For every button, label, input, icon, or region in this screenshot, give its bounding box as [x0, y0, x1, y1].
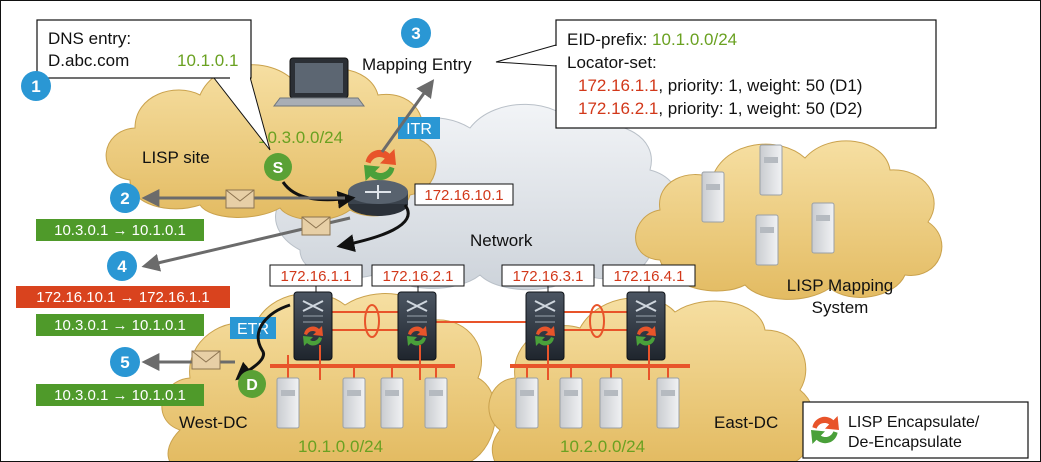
itr-tag [398, 117, 440, 139]
east-dc-label: East-DC [714, 413, 778, 432]
step-3-number: 3 [411, 24, 420, 43]
dest-badge-letter: D [246, 377, 258, 394]
eid-line: EID-prefix: 10.1.0.0/24 [567, 30, 737, 49]
west-dc-label: West-DC [179, 413, 248, 432]
dc-links [315, 286, 650, 338]
packet-2-label: 10.3.0.1 → 10.1.0.1 [54, 222, 186, 239]
step-3-label: Mapping Entry [362, 55, 472, 74]
step-5-number: 5 [120, 353, 129, 372]
step-1-number: 1 [31, 77, 40, 96]
rloc-3: 172.16.3.1 [513, 268, 584, 285]
rloc-itr: 172.16.10.1 [424, 187, 503, 204]
eid-value: 10.1.0.0/24 [652, 30, 737, 49]
packet-4-inner-label: 10.3.0.1 → 10.1.0.1 [54, 317, 186, 334]
network-label: Network [470, 231, 533, 250]
dns-label: DNS entry: [48, 29, 131, 48]
rloc-itr-box [414, 183, 514, 206]
mapping-system-label-2: System [812, 298, 869, 317]
locator-set-label: Locator-set: [567, 53, 657, 72]
dest-badge [238, 370, 266, 398]
step-2-badge [110, 183, 140, 213]
step-5-badge [110, 347, 140, 377]
map-request-arrow [380, 79, 435, 153]
dns-ip: 10.1.0.1 [177, 51, 238, 70]
packet-2 [36, 219, 204, 241]
rloc-4: 172.16.4.1 [614, 268, 685, 285]
legend [802, 401, 1029, 459]
locator-1-ip: 172.16.1.1 [578, 76, 658, 95]
site-prefix: 10.3.0.0/24 [258, 128, 343, 147]
packet-4-outer-label: 172.16.10.1 → 172.16.1.1 [36, 289, 209, 306]
eid-label: EID-prefix: [567, 30, 652, 49]
legend-line-1: LISP Encapsulate/ [848, 414, 980, 431]
east-dc-prefix: 10.2.0.0/24 [560, 437, 645, 456]
locator-1: 172.16.1.1, priority: 1, weight: 50 (D1) [578, 76, 862, 95]
step-1-badge [21, 71, 51, 101]
locator-2-detail: , priority: 1, weight: 50 (D2) [658, 99, 862, 118]
step-4-badge [107, 251, 137, 281]
step-4-number: 4 [117, 257, 127, 276]
source-badge [264, 153, 292, 181]
dns-callout [36, 19, 271, 151]
switch-2-icon [397, 291, 437, 361]
packet-5-label: 10.3.0.1 → 10.1.0.1 [54, 387, 186, 404]
rloc-2: 172.16.2.1 [383, 268, 454, 285]
rloc-1: 172.16.1.1 [281, 268, 352, 285]
lisp-site-label: LISP site [142, 148, 210, 167]
legend-line-2: De-Encapsulate [848, 434, 962, 451]
step-5-envelope-icon [191, 350, 221, 370]
switch-4-icon [626, 291, 666, 361]
west-dc-prefix: 10.1.0.0/24 [298, 437, 383, 456]
switch-3-icon [525, 291, 565, 361]
itr-tag-label: ITR [406, 121, 432, 138]
source-badge-letter: S [273, 160, 284, 177]
itr-to-etr-path [336, 204, 410, 252]
step-2-envelope-icon [225, 189, 255, 209]
dns-name: D.abc.com [48, 51, 129, 70]
locator-2-ip: 172.16.2.1 [578, 99, 658, 118]
switch-1-icon [293, 291, 333, 361]
packet-4-outer [16, 286, 230, 308]
step-3-badge [401, 18, 431, 48]
step-2-number: 2 [120, 189, 129, 208]
locator-2: 172.16.2.1, priority: 1, weight: 50 (D2) [578, 99, 862, 118]
mapping-system-label-1: LISP Mapping [787, 276, 893, 295]
step-4-envelope-icon [301, 216, 331, 236]
packet-4-inner [36, 314, 204, 336]
itr-router-icon [348, 180, 408, 216]
server-bus-east [510, 345, 690, 380]
locator-1-detail: , priority: 1, weight: 50 (D1) [658, 76, 862, 95]
mapping-callout [495, 19, 937, 129]
packet-5 [36, 384, 204, 406]
laptop-icon [273, 57, 365, 107]
